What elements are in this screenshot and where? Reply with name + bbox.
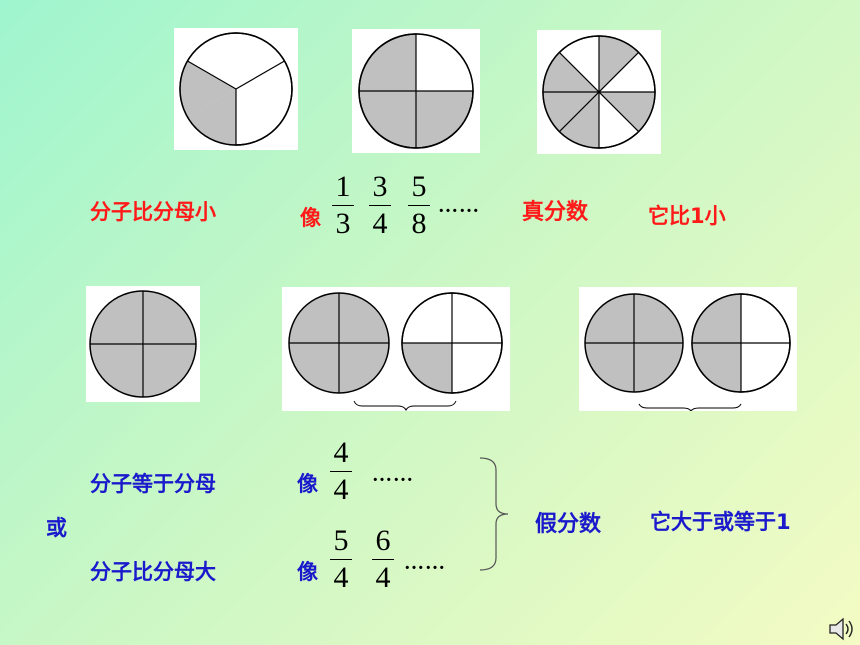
circle-five-eighths-panel <box>537 30 661 154</box>
circles-six-quarters-panel <box>579 287 797 411</box>
circle-four-quarters-panel <box>86 286 200 402</box>
improper-equal-like: 像 <box>297 472 318 496</box>
circles-six-quarters <box>584 293 791 411</box>
proper-fraction-name: 真分数 <box>522 200 589 225</box>
circle-three-quarters-panel <box>352 29 480 153</box>
proper-like-label: 像 <box>300 206 321 230</box>
or-label: 或 <box>46 516 67 540</box>
proper-ellipsis: …… <box>438 195 480 217</box>
circle-five-eighths <box>542 35 656 149</box>
improper-greater-ellipsis: …… <box>404 552 446 574</box>
circle-four-quarters <box>89 290 197 398</box>
improper-greater-like: 像 <box>297 560 318 584</box>
circle-one-third-panel <box>174 28 298 150</box>
speaker-icon[interactable] <box>826 616 858 642</box>
improper-equal-ellipsis: …… <box>372 464 414 486</box>
grouping-brace <box>479 457 509 571</box>
circle-three-quarters <box>358 33 474 149</box>
improper-fraction-name: 假分数 <box>535 512 602 537</box>
circles-five-quarters-panel <box>282 287 510 411</box>
circles-five-quarters <box>288 292 503 411</box>
proper-rule-label: 分子比分母小 <box>90 200 216 224</box>
circle-one-third <box>179 32 293 146</box>
improper-equal-label: 分子等于分母 <box>90 472 216 496</box>
improper-greater-label: 分子比分母大 <box>90 560 216 584</box>
proper-relation: 它比1小 <box>648 204 726 228</box>
improper-relation: 它大于或等于1 <box>650 510 791 534</box>
